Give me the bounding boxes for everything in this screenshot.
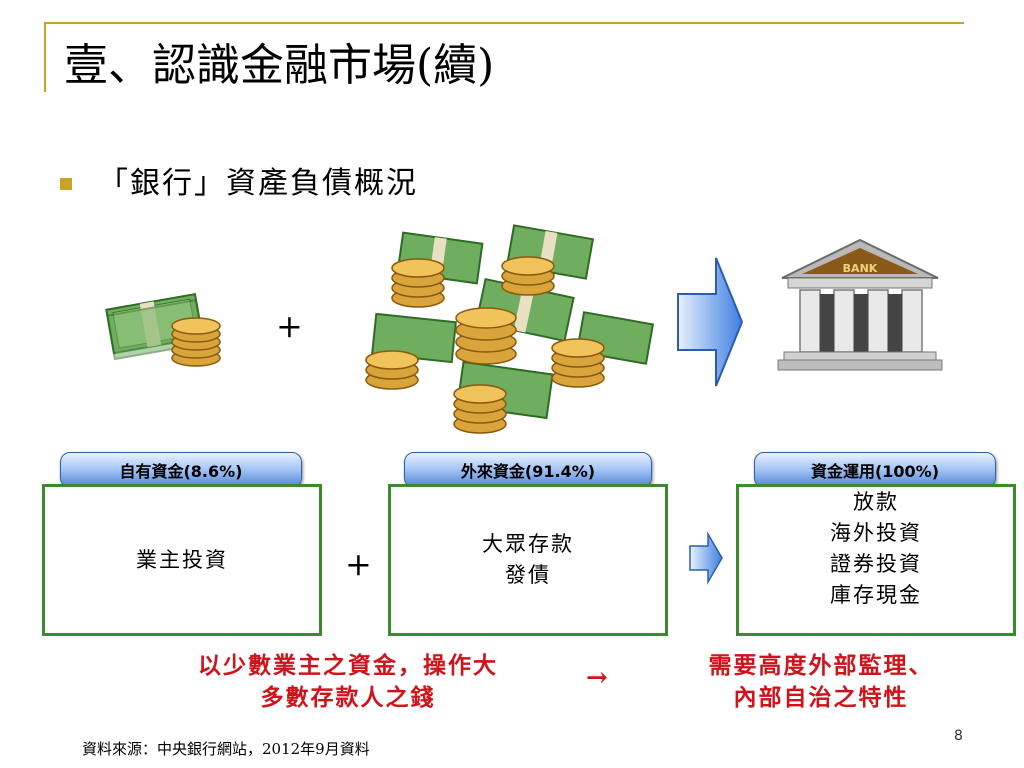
bank-icon: BANK [777,238,943,371]
note-arrow-icon: → [586,663,610,693]
fund-usage-item: 證券投資 [830,552,922,576]
slide-title: 壹、認識金融市場(續) [64,40,495,91]
fund-usage-item: 放款 [853,490,899,514]
bullet-marker [60,178,72,190]
bank-sign: BANK [843,262,878,275]
page-number: 8 [954,728,963,744]
money-pile-icon [365,224,655,434]
title-rule [44,22,964,24]
fund-usage-box: 放款 海外投資 證券投資 庫存現金 [736,484,1016,636]
own-capital-label: 自有資金(8.6%) [60,452,302,488]
note-right: 需要高度外部監理、 內部自治之特性 [656,650,986,714]
note-left: 以少數業主之資金，操作大 多數存款人之錢 [128,650,568,714]
external-capital-item: 發債 [505,563,551,587]
external-capital-box: 大眾存款 發債 [388,484,668,636]
plus-sign-middle: + [345,545,372,583]
own-capital-box: 業主投資 [42,484,322,636]
fund-usage-label: 資金運用(100%) [754,452,996,488]
note-left-line: 多數存款人之錢 [260,684,436,711]
bullet-text: 「銀行」資產負債概況 [98,166,418,201]
title-rule-vertical [44,22,46,92]
own-capital-item: 業主投資 [136,547,228,572]
right-arrow-icon [677,257,744,387]
note-right-line: 內部自治之特性 [733,684,909,711]
fund-usage-item: 庫存現金 [830,583,922,607]
external-capital-item: 大眾存款 [482,532,574,556]
external-capital-label: 外來資金(91.4%) [404,452,652,488]
small-right-arrow-icon [689,531,723,585]
note-right-line: 需要高度外部監理、 [708,652,934,679]
plus-sign-top: + [276,307,303,345]
source-note: 資料來源：中央銀行網站，2012年9月資料 [82,740,370,758]
fund-usage-item: 海外投資 [830,521,922,545]
money-small-icon [105,292,221,367]
note-left-line: 以少數業主之資金，操作大 [198,652,498,679]
